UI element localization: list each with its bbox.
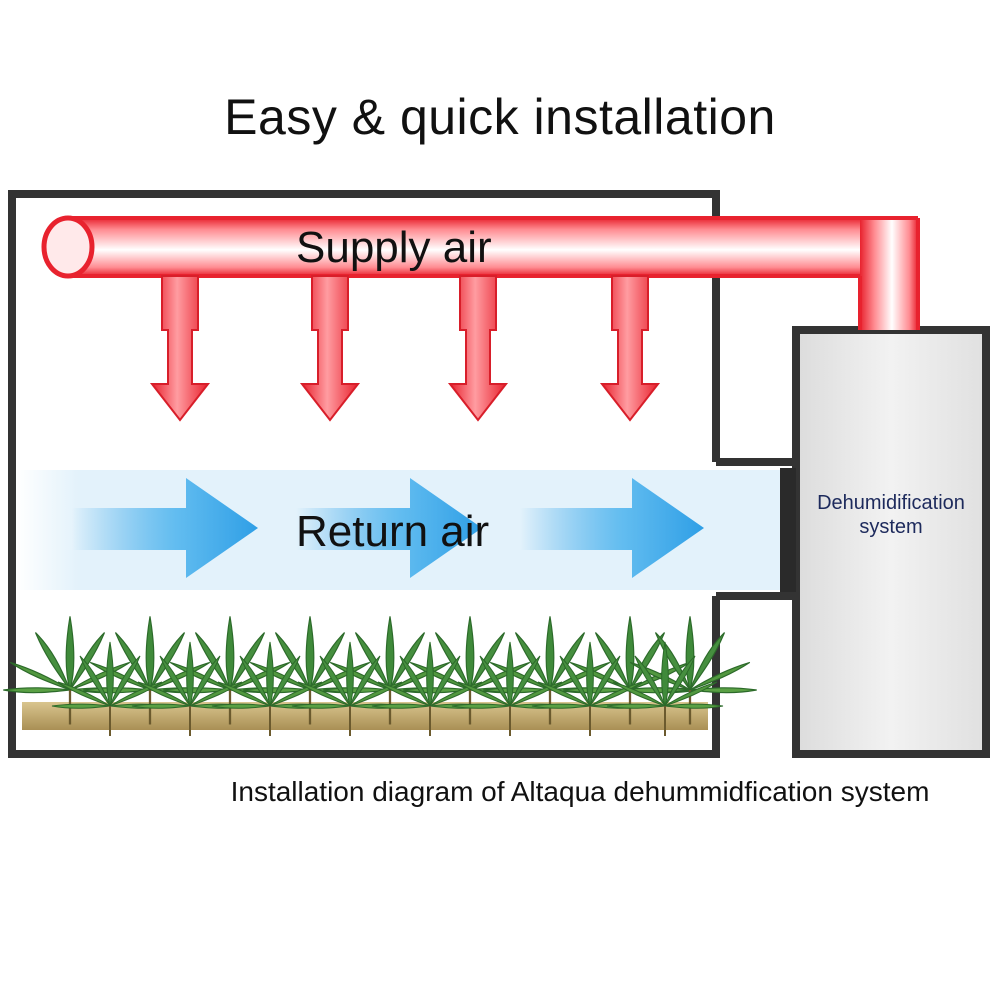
arrow-down-icon — [599, 275, 661, 422]
supply-pipe — [41, 215, 920, 330]
diagram-title: Easy & quick installation — [224, 89, 776, 145]
supply-arrows — [149, 275, 661, 422]
diagram-caption: Installation diagram of Altaqua dehummid… — [230, 776, 930, 807]
pipe-end — [41, 215, 95, 279]
dehumidifier-unit — [792, 326, 990, 758]
return-duct — [716, 458, 796, 600]
unit-label-line2: system — [859, 516, 922, 538]
arrow-down-icon — [149, 275, 211, 422]
unit-label-line1: Dehumidification — [817, 492, 965, 514]
unit-intake-panel — [780, 468, 796, 592]
arrow-right-icon — [72, 478, 258, 578]
arrow-down-icon — [299, 275, 361, 422]
arrow-down-icon — [447, 275, 509, 422]
arrow-right-icon — [520, 478, 704, 578]
arrow-right-icon — [296, 478, 482, 578]
return-air-label: Return air — [296, 507, 489, 556]
supply-air-label: Supply air — [296, 223, 492, 272]
return-arrows — [72, 478, 704, 578]
